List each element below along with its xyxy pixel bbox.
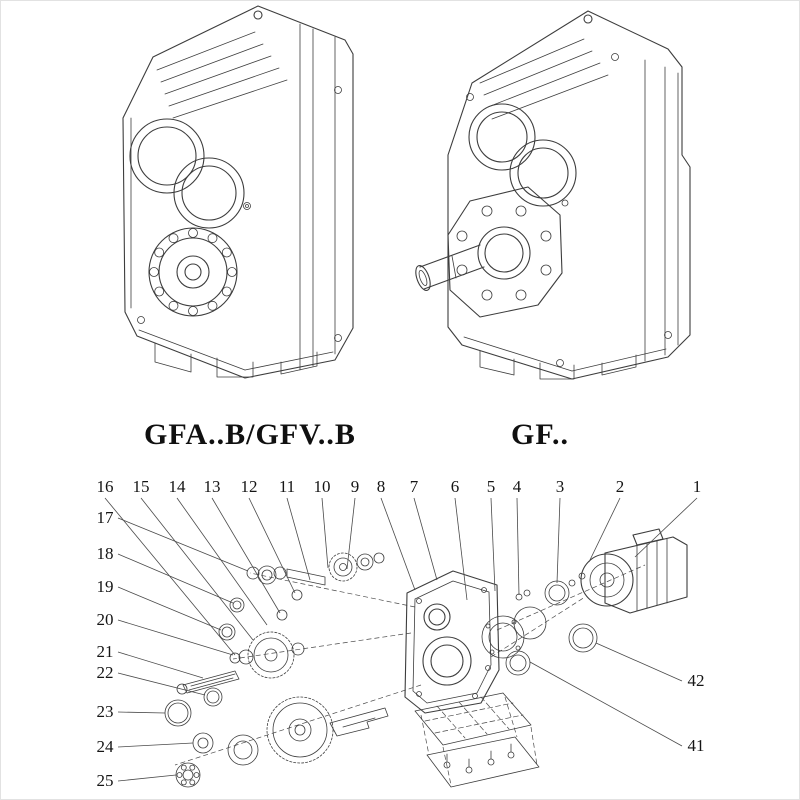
bolt-holes (137, 86, 342, 342)
gearbox-drawing-left (122, 5, 354, 379)
cover-plate (426, 736, 540, 788)
part-number-23: 23 (97, 702, 114, 721)
part-number-12: 12 (241, 477, 258, 496)
part-number-2: 2 (616, 477, 625, 496)
ball-bearing-small (175, 762, 201, 788)
gasket (414, 692, 532, 746)
input-shaft (286, 568, 326, 586)
gearbox-drawing-right (415, 10, 691, 380)
terminal-box (632, 528, 664, 546)
part-numbers: 16 15 14 13 12 11 10 9 8 7 6 5 4 3 2 1 1… (97, 477, 705, 790)
ball-bearing-large (227, 734, 259, 766)
housing-outline (447, 10, 691, 380)
part-number-16: 16 (97, 477, 114, 496)
part-number-14: 14 (169, 477, 187, 496)
top-ribs (479, 38, 609, 120)
part-number-8: 8 (377, 477, 386, 496)
part-number-17: 17 (97, 508, 115, 527)
left-gearbox (122, 5, 354, 379)
model-label-left: GFA..B/GFV..B (144, 418, 356, 451)
motor-fins (636, 538, 668, 612)
mounting-feet (479, 350, 637, 380)
part-number-7: 7 (410, 477, 419, 496)
part-number-1: 1 (693, 477, 702, 496)
assembly-axes (174, 564, 646, 786)
top-ribs (156, 31, 288, 119)
output-shaft (329, 707, 389, 737)
output-shaft (415, 244, 485, 291)
part-number-19: 19 (97, 577, 114, 596)
model-label-right: GF.. (511, 418, 569, 451)
bolts (443, 743, 515, 774)
part-number-25: 25 (97, 771, 114, 790)
part-number-9: 9 (351, 477, 360, 496)
part-number-24: 24 (97, 737, 115, 756)
housing-outline (122, 5, 354, 379)
front-panel-lines (130, 23, 336, 371)
right-gearbox (415, 10, 691, 380)
input-bores (468, 103, 577, 207)
intermediate-gear-assembly (176, 597, 305, 707)
output-flange (447, 186, 563, 318)
part-number-22: 22 (97, 663, 114, 682)
motor-flange-ring (481, 615, 525, 659)
part-number-41: 41 (688, 736, 705, 755)
part-number-20: 20 (97, 610, 114, 629)
side-panel-lines (463, 59, 679, 372)
input-bores (129, 118, 245, 229)
part-number-3: 3 (556, 477, 565, 496)
filler-cap (253, 10, 263, 20)
part-number-15: 15 (133, 477, 150, 496)
output-bearing (148, 227, 238, 317)
intermediate-gear (247, 631, 295, 679)
part-number-5: 5 (487, 477, 496, 496)
output-gear-assembly (164, 696, 389, 788)
part-number-13: 13 (204, 477, 221, 496)
part-number-21: 21 (97, 642, 114, 661)
input-shaft-assembly (246, 552, 385, 621)
motor-side-parts (481, 572, 598, 676)
pinion-gear (328, 552, 358, 582)
filler-cap (583, 14, 593, 24)
part-number-10: 10 (314, 477, 331, 496)
base-plates (414, 692, 540, 788)
leader-lines (104, 497, 698, 782)
part-number-42: 42 (688, 671, 705, 690)
part-number-6: 6 (451, 477, 460, 496)
output-gear (266, 696, 334, 764)
o-ring (513, 606, 547, 640)
motor (580, 528, 688, 614)
part-number-4: 4 (513, 477, 522, 496)
mounting-feet (154, 342, 318, 378)
exploded-view: 16 15 14 13 12 11 10 9 8 7 6 5 4 3 2 1 1… (97, 477, 705, 790)
bolt-holes (466, 53, 672, 367)
part-number-18: 18 (97, 544, 114, 563)
part-number-11: 11 (279, 477, 295, 496)
gearbox-housing (404, 570, 500, 714)
